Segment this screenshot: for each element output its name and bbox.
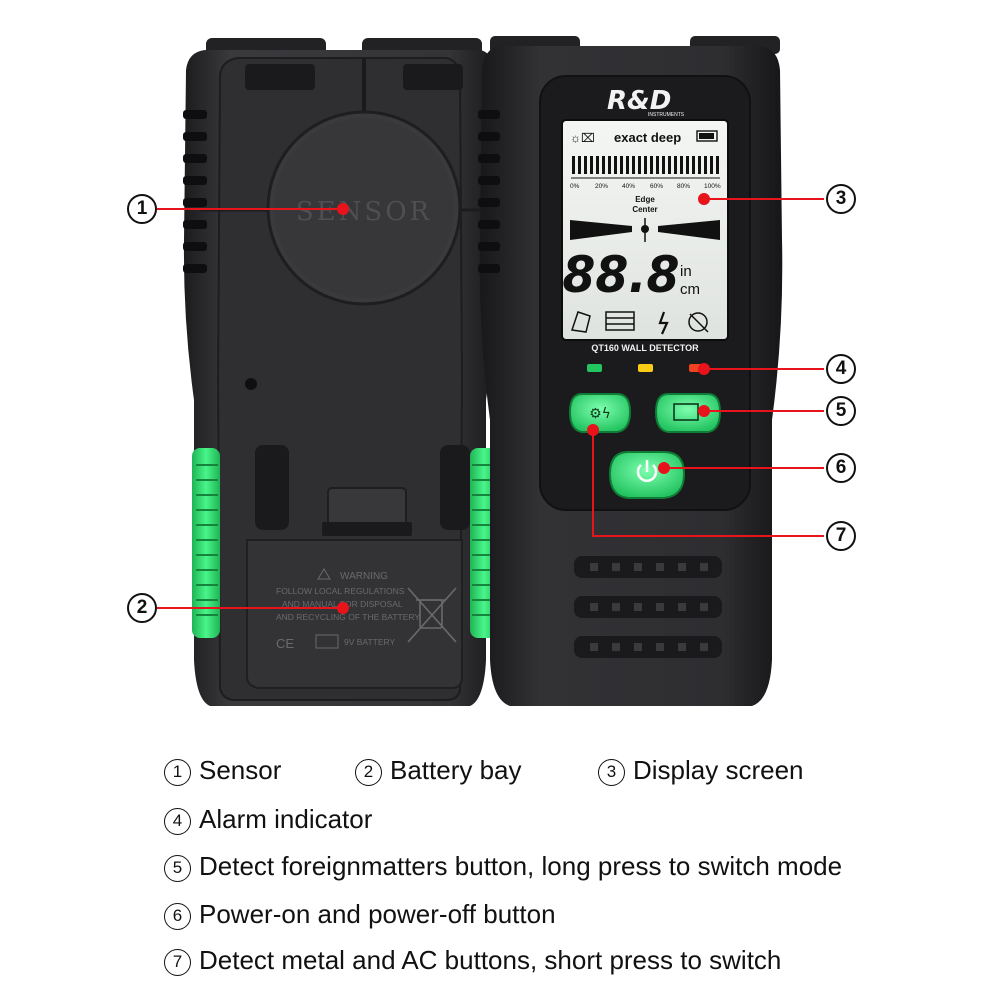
lcd-scale-100: 100% — [704, 183, 721, 190]
svg-text:⚙ϟ: ⚙ϟ — [589, 406, 611, 422]
device-front-view: R&D INSTRUMENTS exact deep ☼⌧ — [478, 36, 783, 706]
legend-text-5: Detect foreignmatters button, long press… — [199, 851, 843, 881]
metal-ac-button[interactable]: ⚙ϟ — [568, 393, 632, 433]
ce-mark: CE — [276, 636, 294, 651]
brand-logo: R&D — [607, 86, 671, 116]
callout-lines — [157, 193, 824, 614]
callout-6: 6 — [826, 453, 856, 483]
warning-line-3: AND RECYCLING OF THE BATTERY — [276, 612, 420, 622]
callout-7: 7 — [826, 521, 856, 551]
brand-logo-sub: INSTRUMENTS — [648, 112, 685, 118]
power-icon — [636, 460, 658, 482]
lcd-unit-cm: cm — [680, 281, 700, 298]
speaker-grille — [574, 556, 722, 658]
battery-label: 9V BATTERY — [344, 637, 396, 647]
lcd-reading: 88.8 — [562, 247, 679, 304]
device-back-view: SENSOR WARNING FOLLOW LOCAL REGULATIONS … — [183, 38, 498, 706]
lcd-edge-label: Edge — [635, 195, 655, 204]
lcd-unit-in: in — [680, 263, 692, 280]
lcd-scale-20: 20% — [595, 183, 608, 190]
lcd-mode-text: exact deep — [614, 130, 681, 145]
legend-text-4: Alarm indicator — [199, 804, 373, 834]
lcd-scale-60: 60% — [650, 183, 663, 190]
legend-text-1: Sensor — [199, 755, 282, 785]
indicator-yellow — [638, 364, 653, 372]
sensor-engraving: SENSOR — [296, 197, 432, 227]
lcd-scale-40: 40% — [622, 183, 635, 190]
legend-text-7: Detect metal and AC buttons, short press… — [199, 945, 782, 975]
lcd-material-icons — [571, 311, 709, 335]
foreign-matter-button[interactable] — [654, 393, 722, 433]
callout-4: 4 — [826, 354, 856, 384]
lcd-bar-graph — [571, 156, 720, 179]
recycle-bin-icon — [407, 587, 457, 643]
callout-3: 3 — [826, 184, 856, 214]
legend-text-2: Battery bay — [390, 755, 522, 785]
legend-text-6: Power-on and power-off button — [199, 899, 556, 929]
lcd-scale-0: 0% — [570, 183, 580, 190]
lcd-mode-icons: ☼⌧ — [570, 131, 595, 145]
indicator-green — [587, 364, 602, 372]
model-label: QT160 WALL DETECTOR — [591, 343, 699, 353]
callout-5: 5 — [826, 396, 856, 426]
warning-line-1: FOLLOW LOCAL REGULATIONS — [276, 586, 405, 596]
legend-text-3: Display screen — [633, 755, 804, 785]
lcd-scale-80: 80% — [677, 183, 690, 190]
lcd-center-label: Center — [632, 205, 657, 214]
warning-title: WARNING — [340, 571, 388, 582]
callout-2: 2 — [127, 593, 157, 623]
callout-1: 1 — [127, 194, 157, 224]
